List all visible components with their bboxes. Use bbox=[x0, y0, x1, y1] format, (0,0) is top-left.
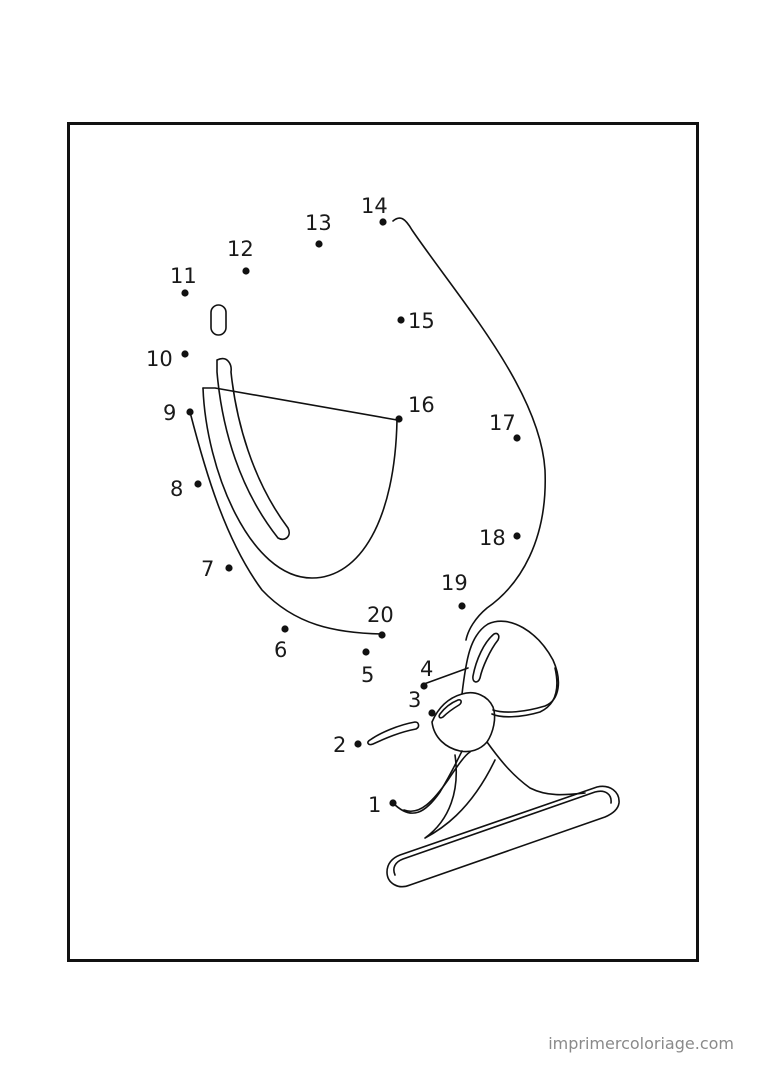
dot-2 bbox=[354, 740, 362, 748]
bow-right-loop-inner bbox=[491, 667, 558, 718]
glass-outline bbox=[189, 217, 620, 888]
dot-label: 8 bbox=[170, 477, 183, 501]
dot-label: 17 bbox=[489, 411, 516, 435]
dot-18 bbox=[513, 532, 521, 540]
site-credit: imprimercoloriage.com bbox=[548, 1034, 734, 1053]
dot-4 bbox=[420, 682, 428, 690]
dot-19 bbox=[458, 602, 466, 610]
dot-label: 15 bbox=[408, 309, 435, 333]
stem-dash bbox=[367, 721, 420, 746]
dot-label: 3 bbox=[408, 688, 421, 712]
dot-17 bbox=[513, 434, 521, 442]
dot-label: 1 bbox=[368, 793, 381, 817]
dot-label: 4 bbox=[420, 657, 433, 681]
dot-10 bbox=[181, 350, 189, 358]
dot-13 bbox=[315, 240, 323, 248]
dot-1 bbox=[389, 799, 397, 807]
bowl-right-outline bbox=[392, 217, 546, 641]
dot-label: 10 bbox=[146, 347, 173, 371]
dot-9 bbox=[186, 408, 194, 416]
bowl-highlight-long bbox=[216, 357, 290, 541]
base-plate-inner bbox=[393, 790, 612, 876]
dot-label: 12 bbox=[227, 237, 254, 261]
dot-label: 9 bbox=[163, 401, 176, 425]
ribbon-down bbox=[424, 754, 496, 839]
dot-label: 13 bbox=[305, 211, 332, 235]
dot-labels: 1 2 3 4 5 6 7 8 9 10 11 12 13 14 15 16 1… bbox=[146, 194, 516, 817]
dot-7 bbox=[225, 564, 233, 572]
dot-15 bbox=[397, 316, 405, 324]
dot-16 bbox=[395, 415, 403, 423]
dot-label: 11 bbox=[170, 264, 197, 288]
bowl-left-outline bbox=[189, 411, 383, 635]
base-plate bbox=[386, 785, 620, 888]
knot-center bbox=[431, 691, 496, 753]
page-border bbox=[67, 122, 699, 962]
dot-label: 18 bbox=[479, 526, 506, 550]
dot-label: 5 bbox=[361, 663, 374, 687]
dot-20 bbox=[378, 631, 386, 639]
dot-11 bbox=[181, 289, 189, 297]
wine-body bbox=[202, 387, 398, 579]
dot-5 bbox=[362, 648, 370, 656]
bow-highlight bbox=[472, 632, 500, 683]
bowl-highlight-small bbox=[210, 304, 227, 336]
dot-label: 14 bbox=[361, 194, 388, 218]
dot-label: 6 bbox=[274, 638, 287, 662]
dot-label: 19 bbox=[441, 571, 468, 595]
dot-14 bbox=[379, 218, 387, 226]
bow-right-loop bbox=[461, 620, 560, 713]
dot-group bbox=[181, 218, 521, 807]
dot-label: 2 bbox=[333, 733, 346, 757]
dot-label: 7 bbox=[201, 557, 214, 581]
dot-label: 16 bbox=[408, 393, 435, 417]
dot-label: 20 bbox=[367, 603, 394, 627]
ribbon-left-inner bbox=[403, 751, 471, 813]
knot-highlight bbox=[438, 699, 462, 719]
dot-8 bbox=[194, 480, 202, 488]
dot-3 bbox=[428, 709, 436, 717]
wine-surface bbox=[202, 387, 398, 421]
dot-12 bbox=[242, 267, 250, 275]
ribbon-line-4 bbox=[423, 667, 469, 685]
ribbon-right bbox=[486, 741, 586, 796]
dot-6 bbox=[281, 625, 289, 633]
